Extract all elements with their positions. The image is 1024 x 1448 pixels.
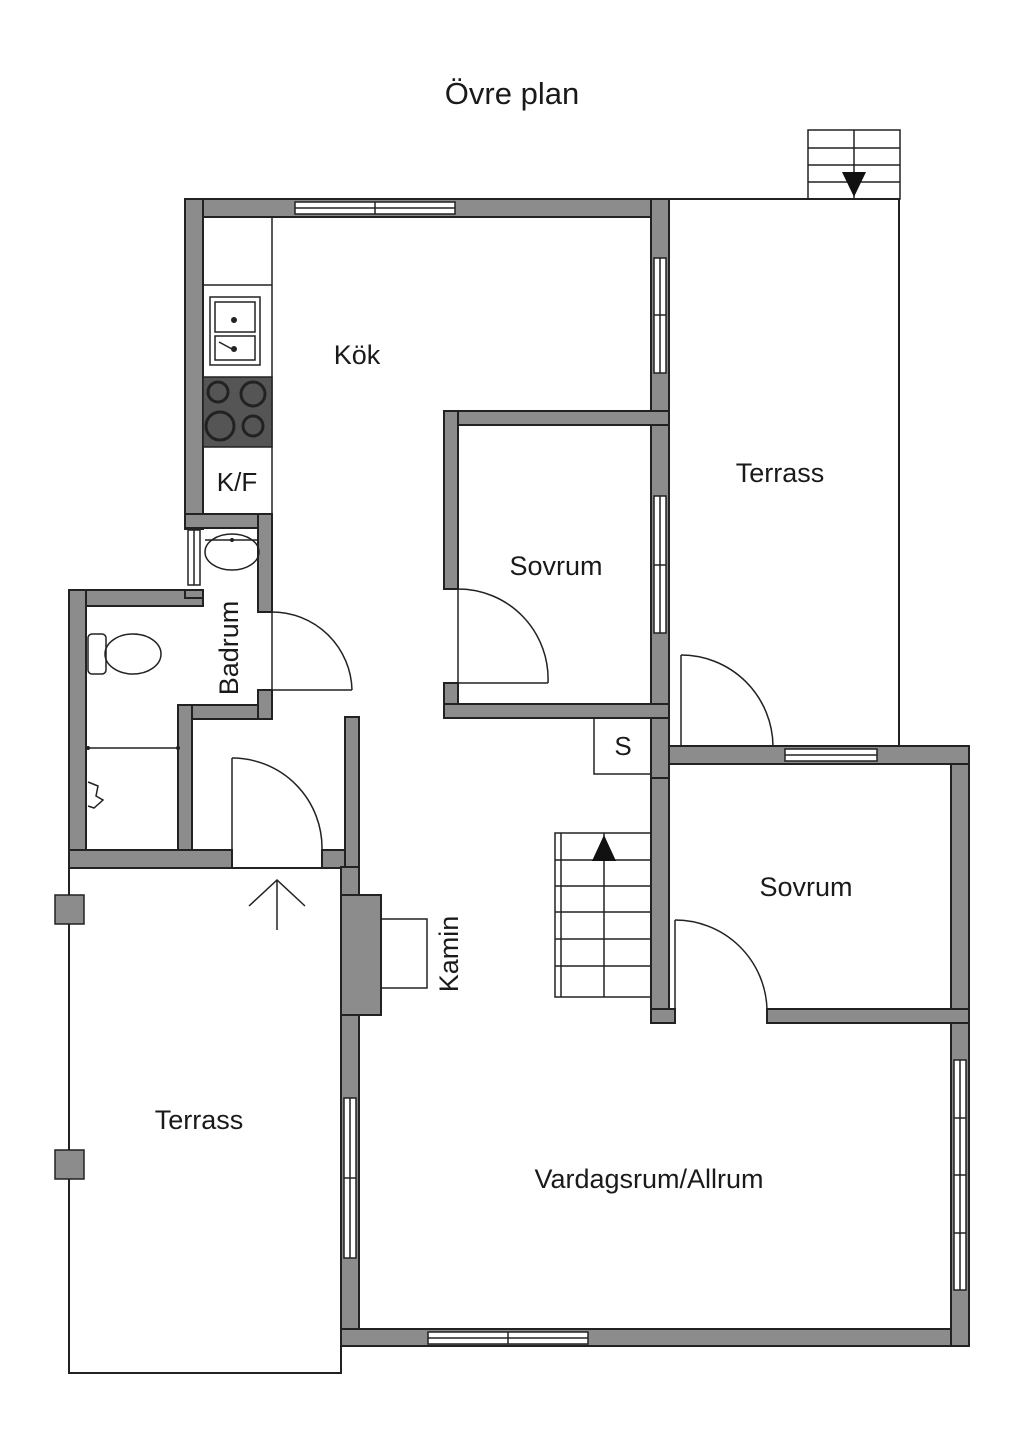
room-label-bedroom-right: Sovrum [759,872,852,902]
room-label-bathroom: Badrum [214,601,244,696]
inner-stairs [554,832,652,998]
fireplace-label: Kamin [434,916,464,993]
toilet-icon [104,633,162,675]
terrace-post [54,1149,85,1180]
shower-head-icon [87,781,105,809]
bathroom-fixtures [86,533,260,809]
fridge-freezer-label: K/F [217,467,257,497]
washbasin-icon [204,533,260,571]
toilet-tank-icon [87,633,107,675]
fireplace-hearth [380,918,428,989]
outdoor-stairs [807,129,901,200]
plan-title: Övre plan [445,76,579,111]
terrace-left-outline [54,867,342,1374]
storage-label: S [614,731,631,761]
windows [187,201,967,1345]
walls [68,198,970,1347]
sink-icon [209,296,261,366]
room-label-kitchen: Kök [334,340,381,370]
terrace-post [54,894,85,925]
doors [231,588,774,1010]
kitchen-counter [202,217,273,515]
entrance-arrow-icon [248,878,306,930]
room-label-terrace-top: Terrass [736,458,825,488]
room-label-terrace-left: Terrass [155,1105,244,1135]
room-label-living-room: Vardagsrum/Allrum [534,1164,763,1194]
storage-box [593,717,652,775]
room-label-bedroom-top: Sovrum [509,551,602,581]
